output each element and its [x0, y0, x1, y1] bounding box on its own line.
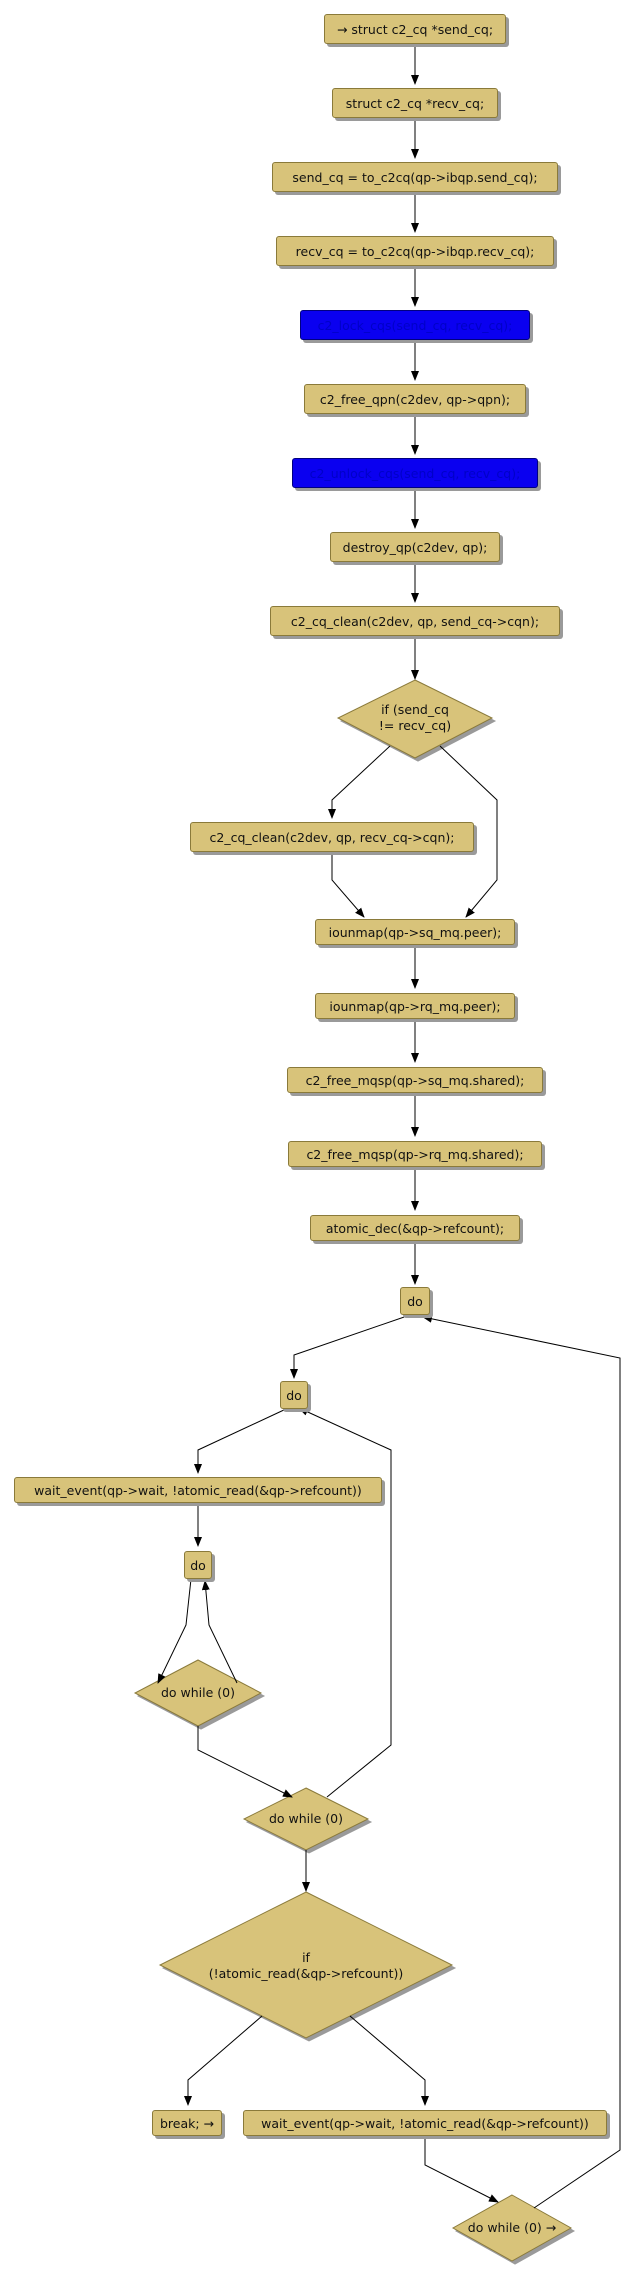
edge — [331, 852, 365, 918]
node-declare-recv-cq: struct c2_cq *recv_cq; — [332, 88, 498, 118]
node-destroy-qp: destroy_qp(c2dev, qp); — [330, 532, 500, 562]
node-cq-clean-recv: c2_cq_clean(c2dev, qp, recv_cq->cqn); — [190, 822, 474, 852]
edge — [439, 745, 498, 918]
node-do-outer: do — [400, 1287, 430, 1315]
decision-refcount-label: if (!atomic_read(&qp->refcount)) — [208, 1950, 404, 1981]
decision-outer-while-label: do while (0) → — [467, 2220, 557, 2235]
edge — [424, 2136, 499, 2203]
node-free-qpn: c2_free_qpn(c2dev, qp->qpn); — [304, 384, 526, 414]
edge — [194, 1408, 287, 1474]
decision-inner-while-label: do while (0) — [160, 1685, 236, 1700]
node-do-inner: do — [184, 1551, 212, 1579]
node-atomic-dec: atomic_dec(&qp->refcount); — [310, 1215, 520, 1241]
node-iounmap-sq: iounmap(qp->sq_mq.peer); — [315, 919, 515, 945]
node-assign-send-cq: send_cq = to_c2cq(qp->ibqp.send_cq); — [272, 162, 558, 192]
edge — [157, 1578, 192, 1684]
edge — [328, 745, 391, 819]
node-free-mqsp-sq: c2_free_mqsp(qp->sq_mq.shared); — [287, 1067, 543, 1093]
edge — [290, 1314, 411, 1379]
node-do-middle: do — [280, 1381, 308, 1409]
node-wait-event-2: wait_event(qp->wait, !atomic_read(&qp->r… — [243, 2110, 607, 2136]
node-lock-cqs: c2_lock_cqs(send_cq, recv_cq); — [300, 310, 530, 340]
edge — [298, 1407, 392, 1798]
node-iounmap-rq: iounmap(qp->rq_mq.peer); — [315, 993, 515, 1019]
node-wait-event-1: wait_event(qp->wait, !atomic_read(&qp->r… — [14, 1477, 382, 1503]
node-cq-clean-send: c2_cq_clean(c2dev, qp, send_cq->cqn); — [270, 606, 560, 636]
edge — [197, 1726, 293, 1798]
node-declare-send-cq: → struct c2_cq *send_cq; — [324, 14, 506, 44]
edge — [349, 2015, 429, 2106]
edge — [184, 2015, 263, 2106]
node-assign-recv-cq: recv_cq = to_c2cq(qp->ibqp.recv_cq); — [276, 236, 554, 266]
decision-send-neq-recv-label: if (send_cq != recv_cq) — [378, 702, 452, 733]
edge — [422, 1314, 621, 2209]
decision-send-neq-recv — [336, 679, 494, 759]
node-free-mqsp-rq: c2_free_mqsp(qp->rq_mq.shared); — [288, 1141, 542, 1167]
decision-outer-while — [451, 2194, 573, 2262]
node-break: break; → — [152, 2110, 222, 2136]
node-unlock-cqs: c2_unlock_cqs(send_cq, recv_cq); — [292, 458, 538, 488]
decision-refcount — [158, 1891, 454, 2039]
edge — [201, 1580, 238, 1684]
decision-middle-while-label: do while (0) — [268, 1811, 344, 1826]
